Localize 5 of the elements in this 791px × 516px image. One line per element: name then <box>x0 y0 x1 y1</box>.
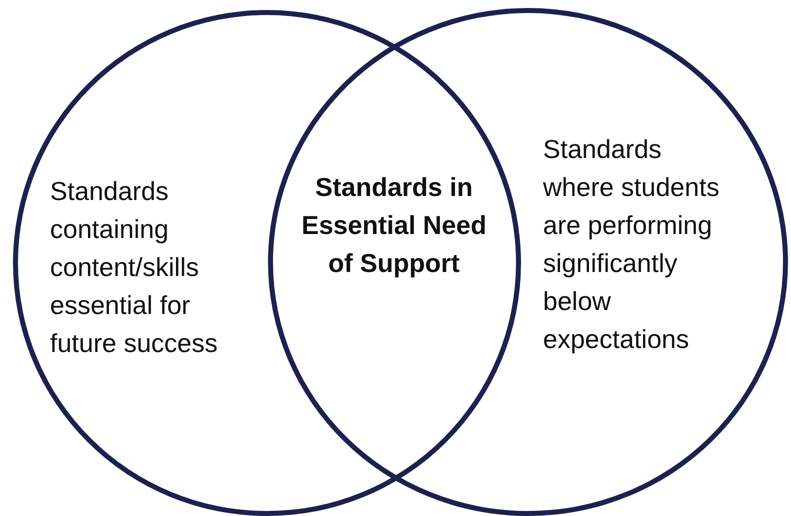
circle-label: Standards containing content/skills essential for future success <box>50 175 219 360</box>
venn-circle <box>13 10 521 516</box>
venn-circle <box>268 8 788 516</box>
overlap-label: Standards in Essential Need of Support <box>300 171 488 280</box>
circle-label: Standards where students are performing significantly below expectations <box>543 133 720 356</box>
